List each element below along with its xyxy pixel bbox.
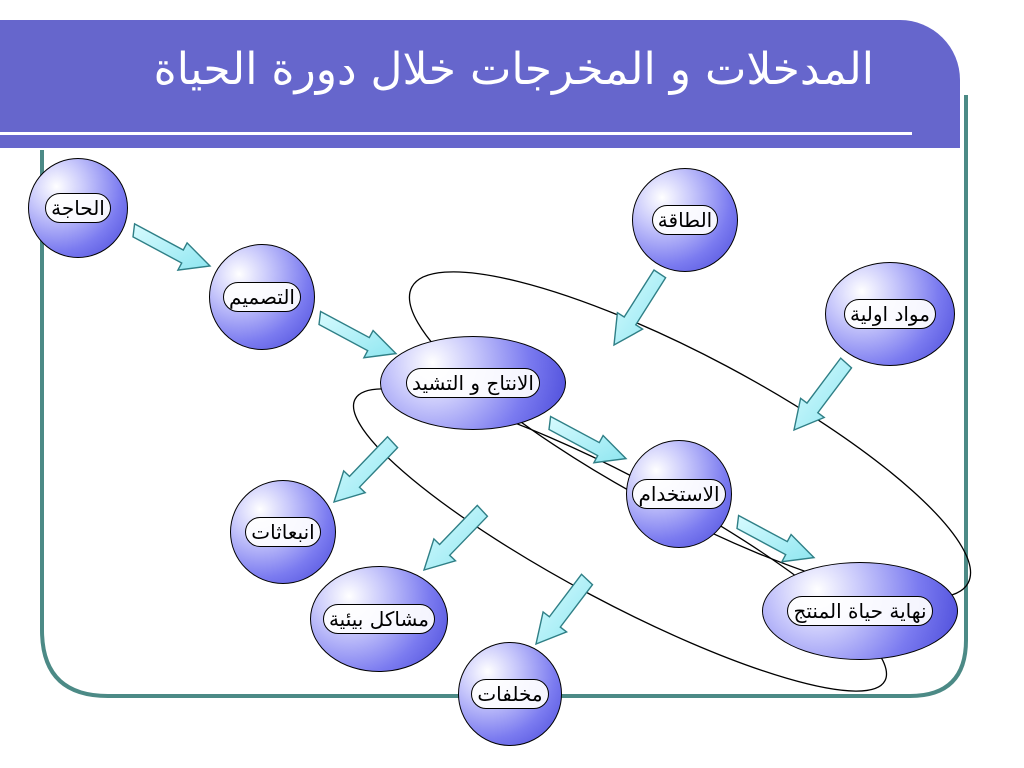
- node-design: التصميم: [209, 244, 315, 350]
- arrow-production-to-emissions: [332, 435, 399, 504]
- node-raw-materials-label: مواد اولية: [844, 299, 936, 329]
- node-waste-label: مخلفات: [471, 679, 549, 709]
- arrow-production-to-environmental-problems: [422, 504, 489, 572]
- node-waste: مخلفات: [458, 642, 562, 746]
- node-production: الانتاج و التشيد: [380, 336, 566, 430]
- node-environmental-problems-label: مشاكل بيئية: [322, 604, 436, 634]
- node-need-label: الحاجة: [45, 193, 111, 223]
- arrow-need-to-design: [132, 222, 212, 271]
- arrow-production-to-waste: [535, 573, 594, 646]
- node-energy: الطاقة: [632, 168, 738, 272]
- arrow-use-to-end-of-life: [736, 514, 816, 563]
- node-production-label: الانتاج و التشيد: [405, 368, 540, 398]
- node-use-label: الاستخدام: [632, 479, 726, 509]
- node-need: الحاجة: [28, 158, 128, 258]
- node-environmental-problems: مشاكل بيئية: [310, 566, 448, 672]
- node-emissions: انبعاثات: [230, 480, 336, 584]
- node-use: الاستخدام: [626, 440, 732, 548]
- node-energy-label: الطاقة: [651, 205, 719, 235]
- title-bar: المدخلات و المخرجات خلال دورة الحياة: [0, 20, 960, 148]
- node-raw-materials: مواد اولية: [825, 262, 955, 366]
- node-emissions-label: انبعاثات: [245, 517, 321, 547]
- arrow-raw-materials-to-production: [793, 357, 853, 432]
- title-underline: [0, 132, 912, 135]
- node-end-of-life: نهاية حياة المنتج: [762, 562, 958, 660]
- node-design-label: التصميم: [223, 282, 301, 312]
- arrow-design-to-production: [318, 310, 398, 359]
- arrow-energy-to-production: [613, 269, 667, 347]
- slide-title: المدخلات و المخرجات خلال دورة الحياة: [153, 44, 874, 95]
- arrow-production-to-use: [548, 415, 628, 464]
- node-end-of-life-label: نهاية حياة المنتج: [787, 596, 933, 626]
